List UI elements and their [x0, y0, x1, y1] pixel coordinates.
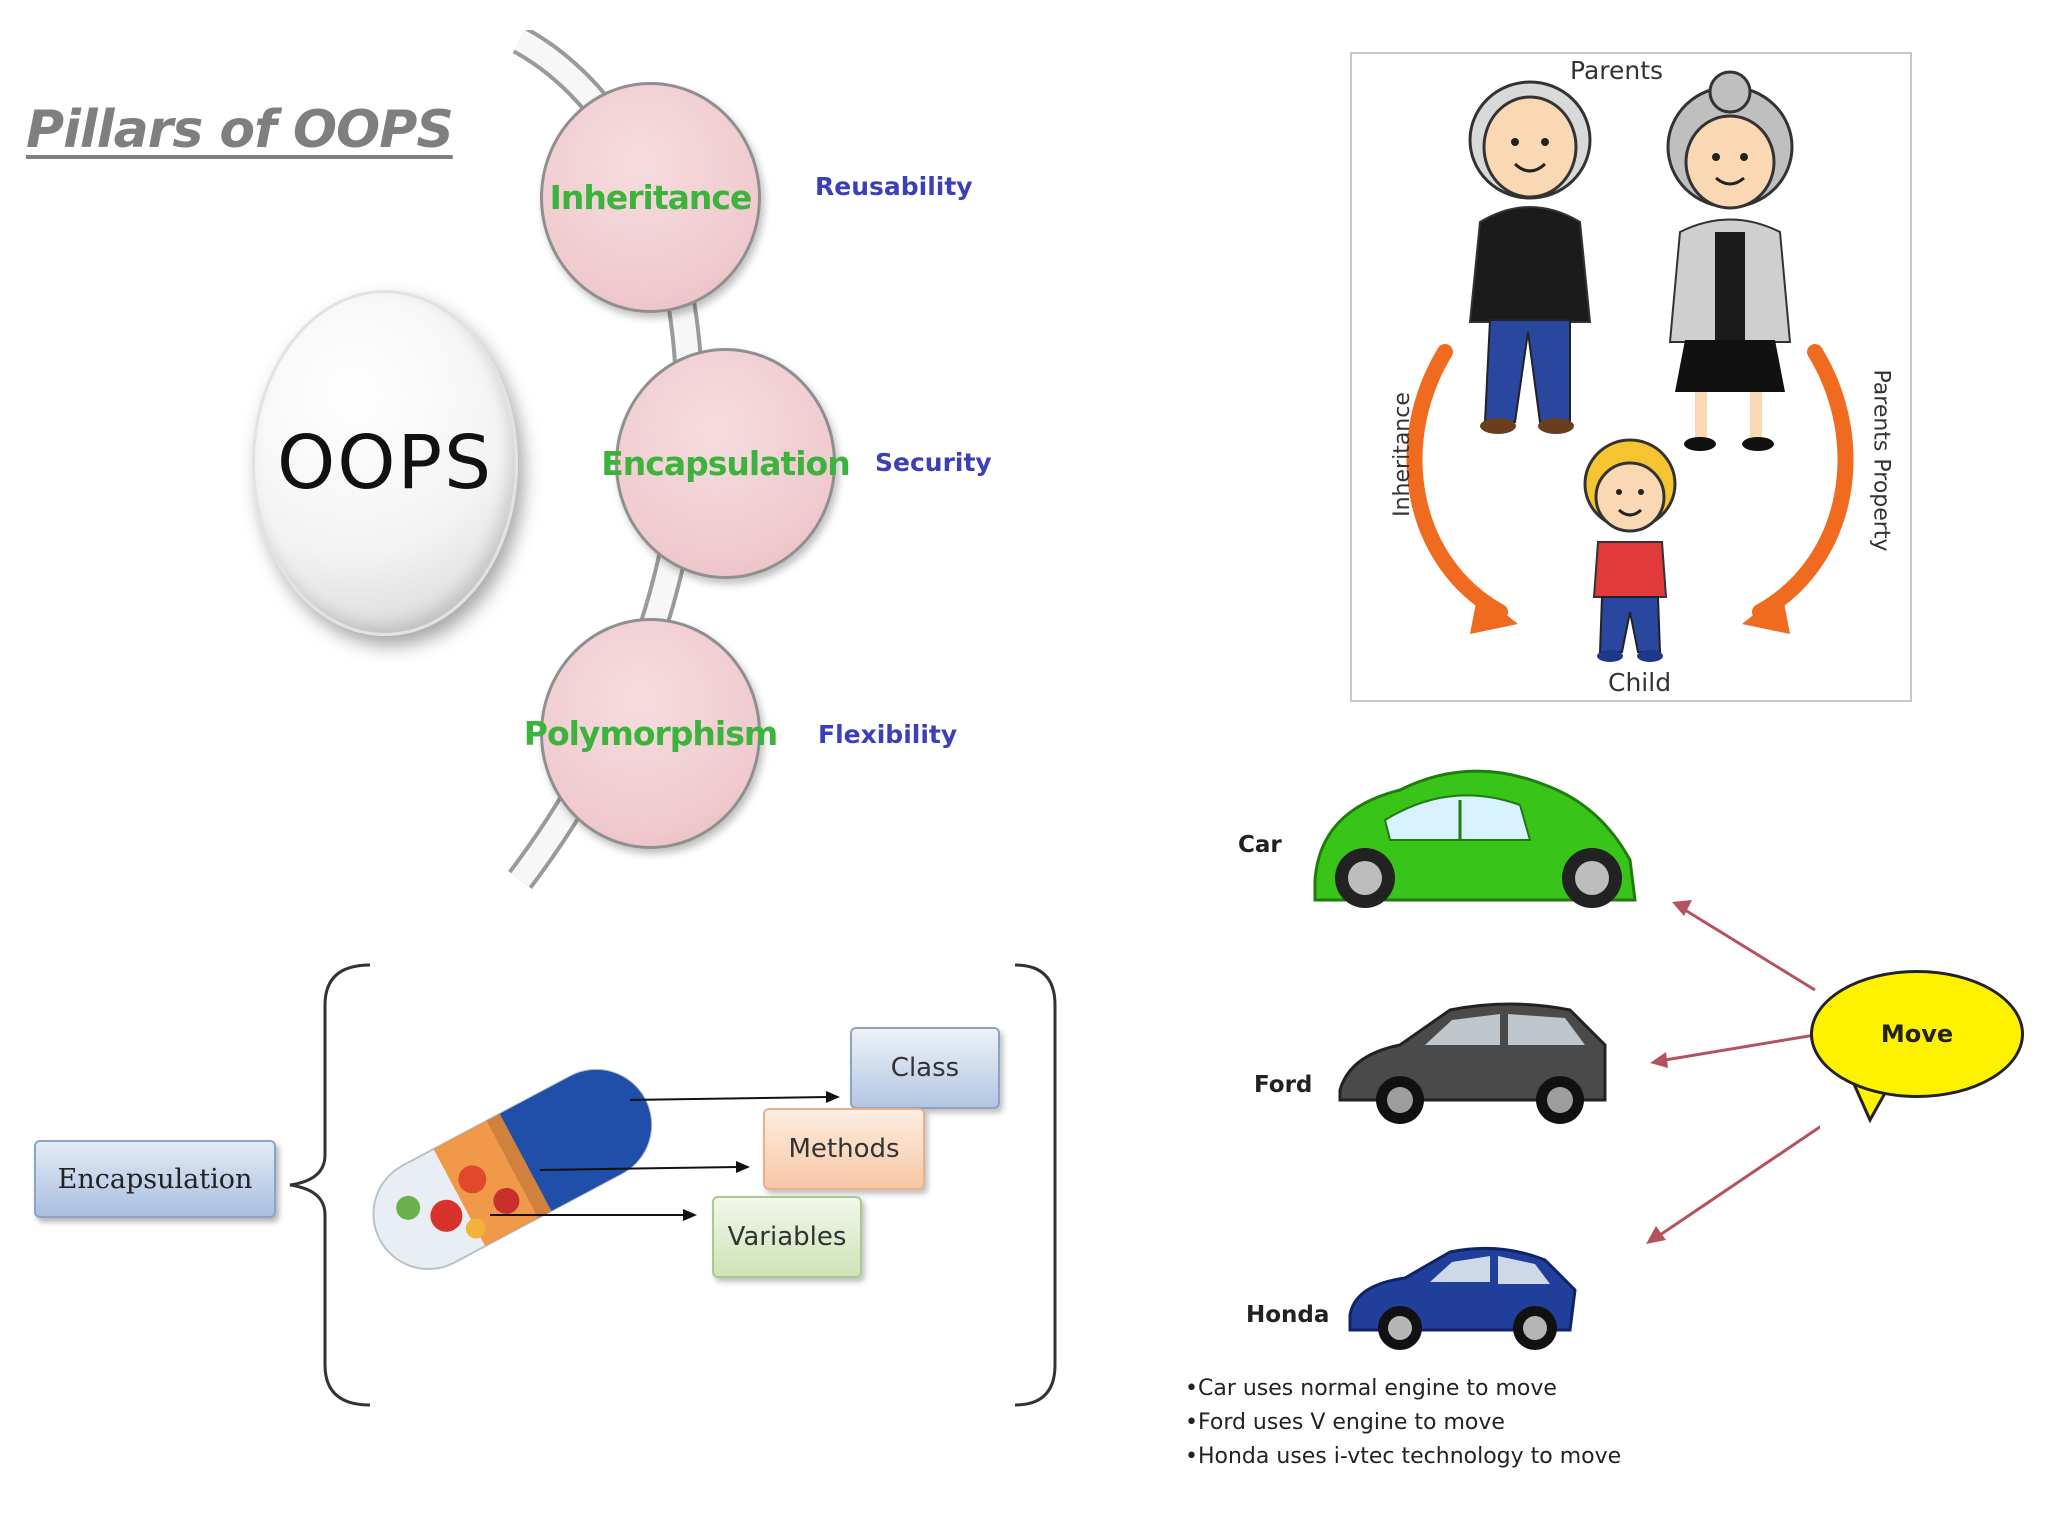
child-figure	[1583, 438, 1677, 662]
note-item: Car uses normal engine to move	[1185, 1372, 1621, 1406]
family-illustration	[1406, 70, 1854, 662]
child-label: Child	[1608, 668, 1672, 697]
encapsulation-box: Encapsulation	[34, 1140, 276, 1218]
page-title: Pillars of OOPS	[26, 100, 454, 160]
cars-illustration	[1313, 769, 1820, 1350]
pillar-encapsulation: Encapsulation	[601, 348, 851, 579]
methods-tag: Methods	[763, 1108, 925, 1190]
father-figure	[1468, 80, 1592, 434]
polymorphism-notes: Car uses normal engine to move Ford uses…	[1185, 1372, 1621, 1474]
benefit-reusability: Reusability	[815, 172, 973, 201]
note-item: Ford uses V engine to move	[1185, 1406, 1621, 1440]
variables-tag-label: Variables	[727, 1222, 847, 1252]
pillar-polymorphism: Polymorphism	[524, 618, 778, 849]
gray-car-icon	[1338, 1002, 1607, 1124]
inheritance-arrow-label: Inheritance	[1389, 392, 1415, 517]
oops-center-circle: OOPS	[252, 290, 518, 636]
pillar-inheritance-label: Inheritance	[549, 178, 753, 217]
benefit-security: Security	[875, 448, 992, 477]
parents-label: Parents	[1570, 56, 1664, 85]
methods-tag-label: Methods	[788, 1134, 900, 1164]
move-bubble: Move	[1810, 970, 2024, 1098]
pillar-encapsulation-label: Encapsulation	[601, 444, 850, 483]
variables-tag: Variables	[712, 1196, 862, 1278]
encapsulation-box-label: Encapsulation	[57, 1163, 253, 1195]
ford-label: Ford	[1254, 1072, 1313, 1098]
parents-property-arrow-label: Parents Property	[1868, 369, 1894, 552]
mother-figure	[1666, 70, 1794, 451]
honda-label: Honda	[1246, 1302, 1330, 1328]
class-tag: Class	[850, 1027, 1000, 1109]
benefit-flexibility: Flexibility	[818, 720, 958, 749]
encapsulation-graphic	[289, 963, 1057, 1407]
blue-car-icon	[1348, 1246, 1577, 1350]
green-car-icon	[1313, 769, 1637, 908]
class-tag-label: Class	[890, 1053, 960, 1083]
pillar-polymorphism-label: Polymorphism	[523, 714, 778, 753]
note-item: Honda uses i-vtec technology to move	[1185, 1440, 1621, 1474]
pillar-inheritance: Inheritance	[540, 82, 761, 313]
move-bubble-label: Move	[1880, 1020, 1954, 1048]
oops-center-label: OOPS	[276, 420, 494, 506]
car-label: Car	[1238, 832, 1282, 858]
